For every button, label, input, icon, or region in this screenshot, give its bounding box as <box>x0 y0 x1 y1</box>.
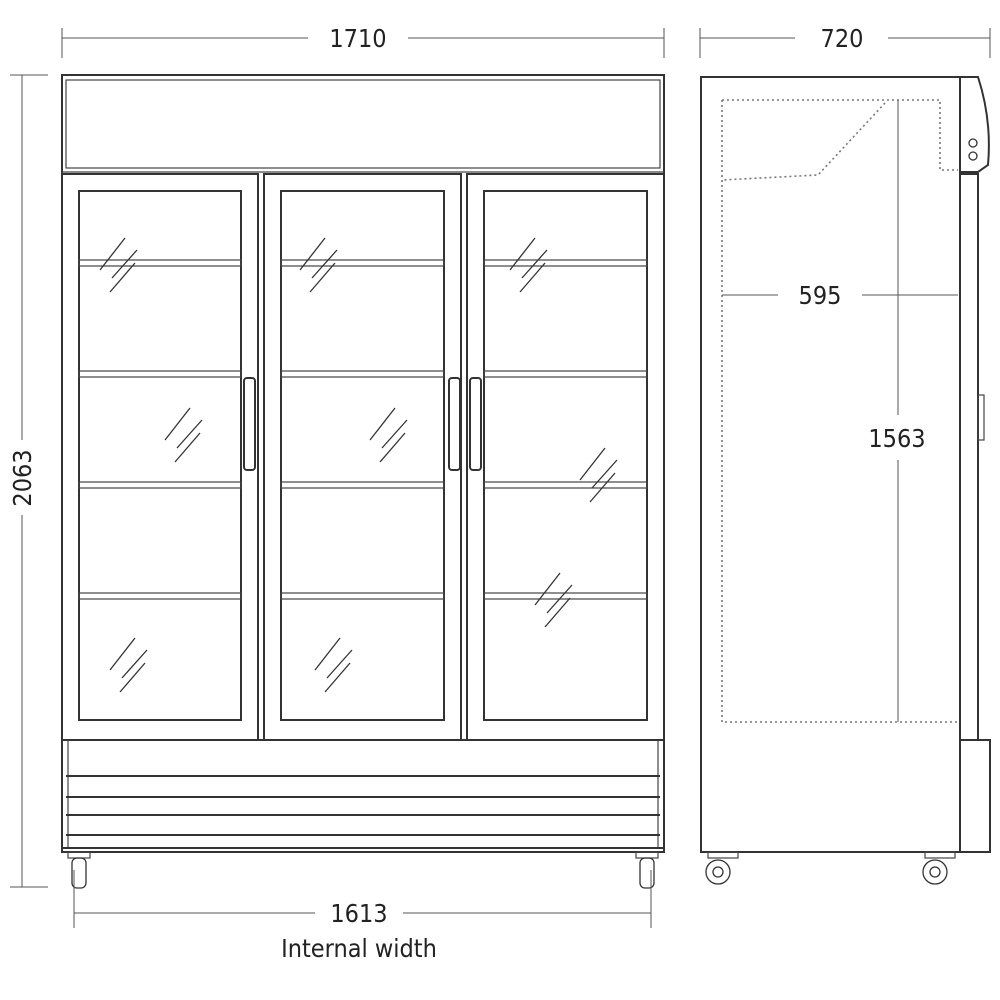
internal-width-value: 1613 <box>330 899 387 928</box>
dimension-internal-width: 1613 Internal width <box>73 870 652 963</box>
side-caster-right <box>922 851 956 885</box>
shelf <box>280 259 445 267</box>
glass-reflection-mark <box>369 407 408 463</box>
glass-door <box>61 173 259 741</box>
control-knob <box>968 151 978 161</box>
shelf <box>78 481 242 489</box>
side-door-profile <box>959 173 979 741</box>
shelf <box>483 481 648 489</box>
door-handle <box>469 377 482 471</box>
door-handle <box>243 377 256 471</box>
dimension-overall-height: 2063 <box>8 74 48 888</box>
shelf <box>483 370 648 378</box>
internal-volume-outline <box>721 99 958 723</box>
glass-door <box>466 173 665 741</box>
glass-reflection-mark <box>99 237 138 293</box>
dimension-overall-depth: 720 <box>699 24 991 58</box>
front-caster-right <box>635 851 659 889</box>
shelf <box>280 592 445 600</box>
glass-reflection-mark <box>509 237 548 293</box>
door-handle <box>448 377 461 471</box>
door-glass <box>280 190 445 721</box>
front-view <box>61 74 665 889</box>
base-grille <box>62 739 664 849</box>
control-knob <box>968 138 978 148</box>
front-caster-left <box>67 851 91 889</box>
shelf <box>78 259 242 267</box>
side-base <box>959 739 991 853</box>
door-glass <box>483 190 648 721</box>
internal-depth-label: 595 <box>799 281 842 310</box>
dimension-overall-width: 1710 <box>61 24 665 58</box>
glass-reflection-mark <box>579 447 618 503</box>
shelf <box>280 370 445 378</box>
dimension-internal-height: 1563 <box>868 100 926 722</box>
shelf <box>280 481 445 489</box>
glass-reflection-mark <box>109 637 148 693</box>
shelf <box>483 592 648 600</box>
dimension-internal-depth: 595 <box>722 281 958 310</box>
internal-height-label: 1563 <box>868 424 925 453</box>
glass-reflection-mark <box>534 572 573 628</box>
shelf <box>483 259 648 267</box>
side-view <box>700 76 991 885</box>
control-panel <box>960 76 990 173</box>
door-glass <box>78 190 242 721</box>
header-panel <box>65 79 661 169</box>
overall-height-label: 2063 <box>8 449 37 506</box>
side-handle <box>977 394 985 441</box>
internal-width-label: Internal width <box>281 934 437 963</box>
shelf <box>78 370 242 378</box>
side-caster-left <box>705 851 739 885</box>
shelf <box>78 592 242 600</box>
overall-depth-label: 720 <box>821 24 864 53</box>
overall-width-label: 1710 <box>329 24 386 53</box>
glass-reflection-mark <box>314 637 353 693</box>
glass-reflection-mark <box>299 237 338 293</box>
glass-reflection-mark <box>164 407 203 463</box>
glass-door <box>263 173 462 741</box>
